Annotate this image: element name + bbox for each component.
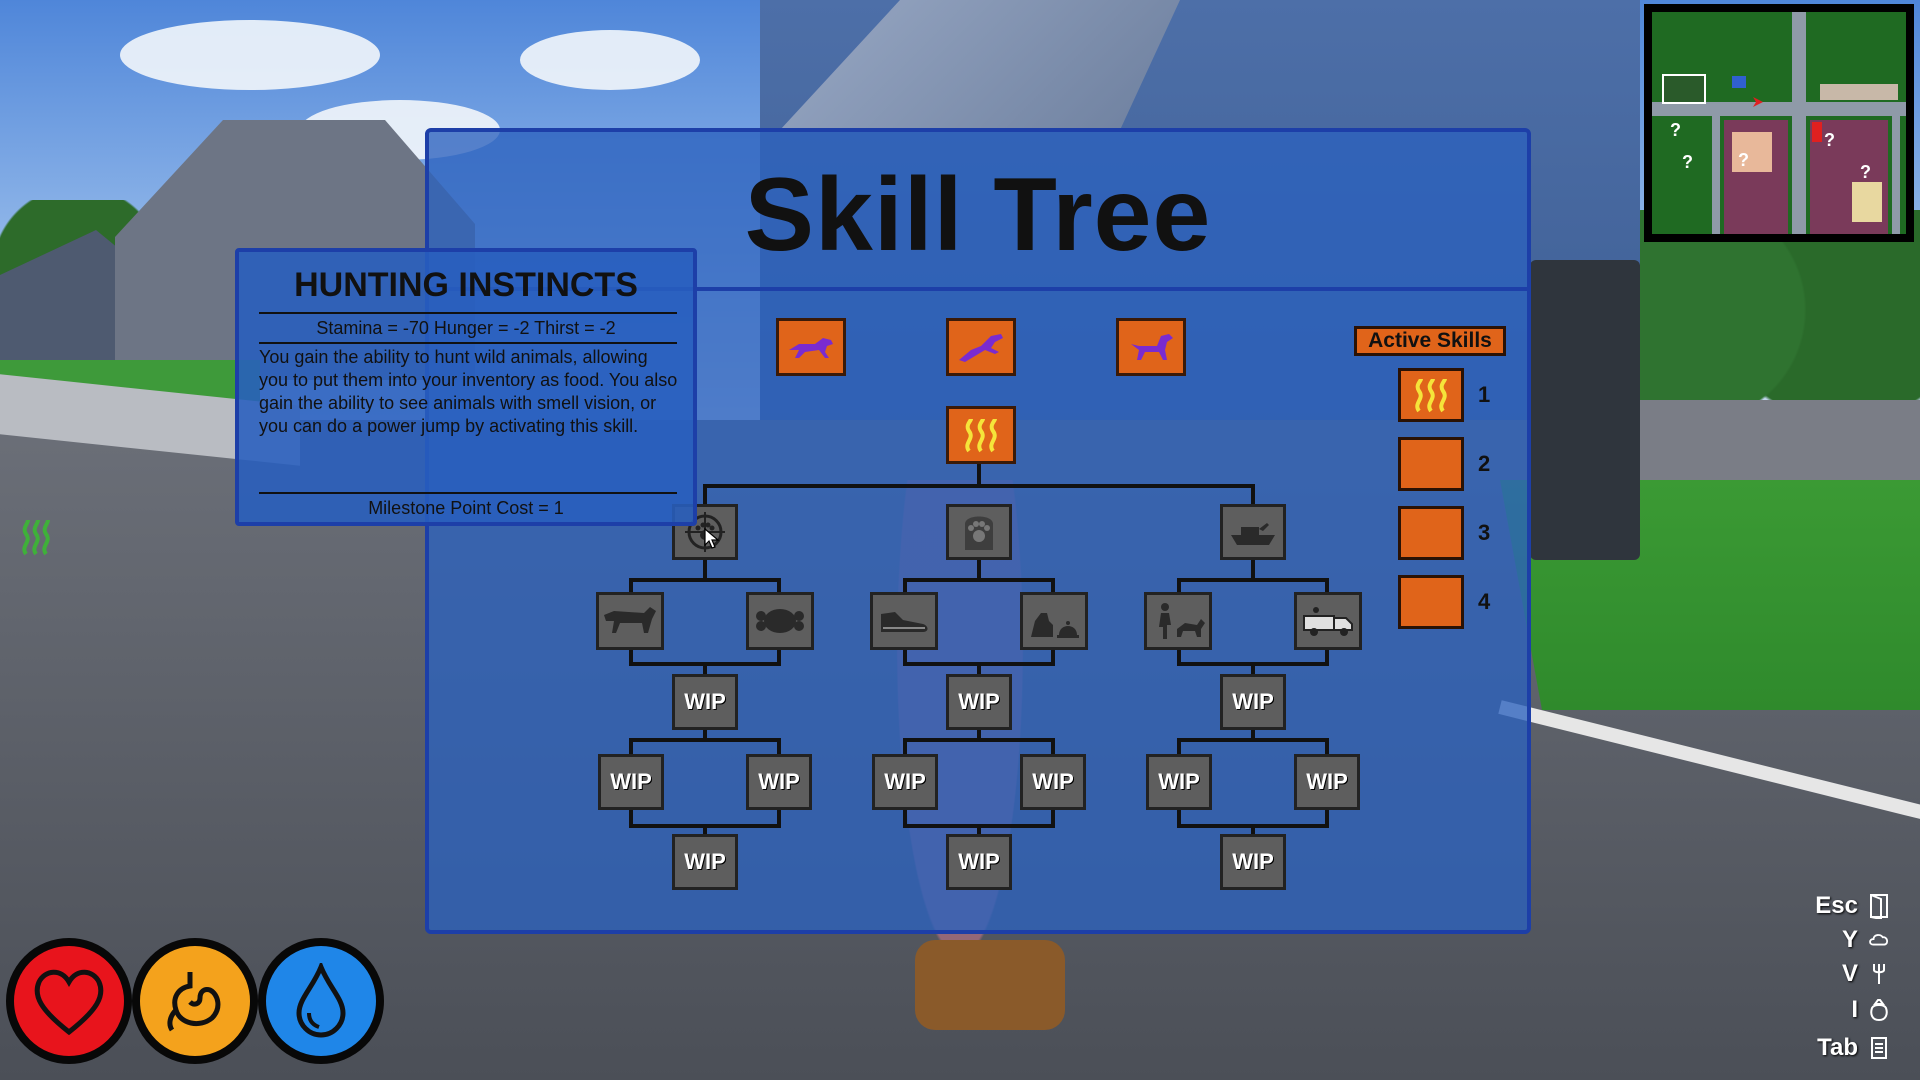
minimap-marker: ? <box>1670 120 1681 140</box>
key-label: Y <box>1841 926 1858 953</box>
divider <box>259 492 677 494</box>
divider <box>259 312 677 314</box>
fork-icon <box>1873 964 1885 984</box>
skill-node-wip[interactable]: WIP <box>946 674 1012 730</box>
dog-bell-icon <box>1031 613 1079 638</box>
skill-node-wip[interactable]: WIP <box>1294 754 1360 810</box>
heart-icon <box>34 969 104 1036</box>
cloud <box>120 20 380 90</box>
skill-node-paw-scratch[interactable] <box>946 504 1012 560</box>
player-arrow-icon <box>1753 97 1763 107</box>
skill-node-hunting-instincts[interactable] <box>672 504 738 560</box>
cloud-icon <box>1869 934 1889 946</box>
player-dog-feet <box>915 940 1065 1030</box>
minimap-marker: ? <box>1824 130 1835 150</box>
stomach-icon <box>167 972 221 1032</box>
active-skill-slot-1[interactable] <box>1398 368 1464 422</box>
dog-leap-icon <box>959 334 1003 362</box>
active-skill-slot-2[interactable] <box>1398 437 1464 491</box>
skill-node-wip[interactable]: WIP <box>1146 754 1212 810</box>
list-icon <box>1871 1037 1887 1059</box>
shoe-icon <box>881 612 928 632</box>
smell-waves-icon <box>965 418 997 453</box>
skill-node-shoe[interactable] <box>870 592 938 650</box>
thirst-meter <box>258 938 384 1064</box>
key-hint-tab: Tab <box>1798 1034 1890 1062</box>
skill-node-wip[interactable]: WIP <box>1220 674 1286 730</box>
key-label: Esc <box>1815 892 1858 919</box>
skill-node-dog-run[interactable] <box>776 318 846 376</box>
meat-icon <box>756 609 804 633</box>
mouse-cursor-icon <box>704 528 720 549</box>
exit-door-icon <box>1870 894 1888 919</box>
skill-node-wip[interactable]: WIP <box>672 674 738 730</box>
skill-node-dog-leap[interactable] <box>946 318 1016 376</box>
minimap-marker: ? <box>1682 152 1693 172</box>
skill-node-smell[interactable] <box>946 406 1016 464</box>
key-hint-v: V <box>1798 960 1890 988</box>
dog-run-icon <box>789 338 833 358</box>
dog-stand-icon <box>1131 334 1173 360</box>
panel-title: Skill Tree <box>744 157 1212 273</box>
skill-node-wip[interactable]: WIP <box>746 754 812 810</box>
key-hint-y: Y <box>1798 926 1890 954</box>
person-dog-icon <box>1159 603 1205 639</box>
skill-node-dog-stand[interactable] <box>1116 318 1186 376</box>
divider <box>259 342 677 344</box>
skill-node-boat[interactable] <box>1220 504 1286 560</box>
boat-icon <box>1231 523 1275 545</box>
skill-node-wip[interactable]: WIP <box>1220 834 1286 890</box>
minimap[interactable]: ? ? ? ? ? <box>1644 4 1914 242</box>
stamina-icon <box>22 519 50 556</box>
truck-icon <box>1303 607 1353 636</box>
skill-node-person-dog[interactable] <box>1144 592 1212 650</box>
skill-node-wip[interactable]: WIP <box>872 754 938 810</box>
skill-node-wip[interactable]: WIP <box>672 834 738 890</box>
slot-number: 1 <box>1478 382 1491 407</box>
slot-number: 2 <box>1478 451 1491 476</box>
water-drop-icon <box>296 963 346 1038</box>
skill-node-dog-bell[interactable] <box>1020 592 1088 650</box>
trash-bin <box>1530 260 1640 560</box>
skill-node-truck[interactable] <box>1294 592 1362 650</box>
divider <box>429 287 1527 291</box>
health-meter <box>6 938 132 1064</box>
skill-node-wip[interactable]: WIP <box>946 834 1012 890</box>
key-label: Tab <box>1817 1034 1858 1061</box>
cloud <box>520 30 700 90</box>
minimap-map: ? ? ? ? ? <box>1652 12 1906 234</box>
skill-node-wild-cat[interactable] <box>596 592 664 650</box>
smell-waves-icon <box>1415 378 1447 413</box>
active-skills-title: Active Skills <box>1354 326 1506 356</box>
tooltip-description: You gain the ability to hunt wild animal… <box>259 347 678 436</box>
bag-icon <box>1870 999 1888 1022</box>
key-hint-i: I <box>1798 996 1890 1024</box>
skill-node-wip[interactable]: WIP <box>1020 754 1086 810</box>
minimap-marker: ? <box>1738 150 1749 170</box>
tooltip-title: HUNTING INSTINCTS <box>294 266 638 304</box>
hunger-meter <box>132 938 258 1064</box>
skill-node-wip[interactable]: WIP <box>598 754 664 810</box>
slot-number: 4 <box>1478 589 1491 614</box>
skill-node-meat[interactable] <box>746 592 814 650</box>
tooltip-cost: Milestone Point Cost = 1 <box>368 498 564 518</box>
key-hint-esc: Esc <box>1798 892 1890 920</box>
minimap-marker: ? <box>1860 162 1871 182</box>
active-skill-slot-4[interactable] <box>1398 575 1464 629</box>
key-label: V <box>1841 960 1858 987</box>
active-skill-slot-3[interactable] <box>1398 506 1464 560</box>
key-label: I <box>1851 996 1858 1023</box>
skill-tooltip: HUNTING INSTINCTS Stamina = -70 Hunger =… <box>235 248 697 526</box>
paw-scratch-icon <box>965 516 993 550</box>
wild-cat-icon <box>604 607 656 633</box>
tooltip-stats: Stamina = -70 Hunger = -2 Thirst = -2 <box>316 318 616 338</box>
slot-number: 3 <box>1478 520 1491 545</box>
